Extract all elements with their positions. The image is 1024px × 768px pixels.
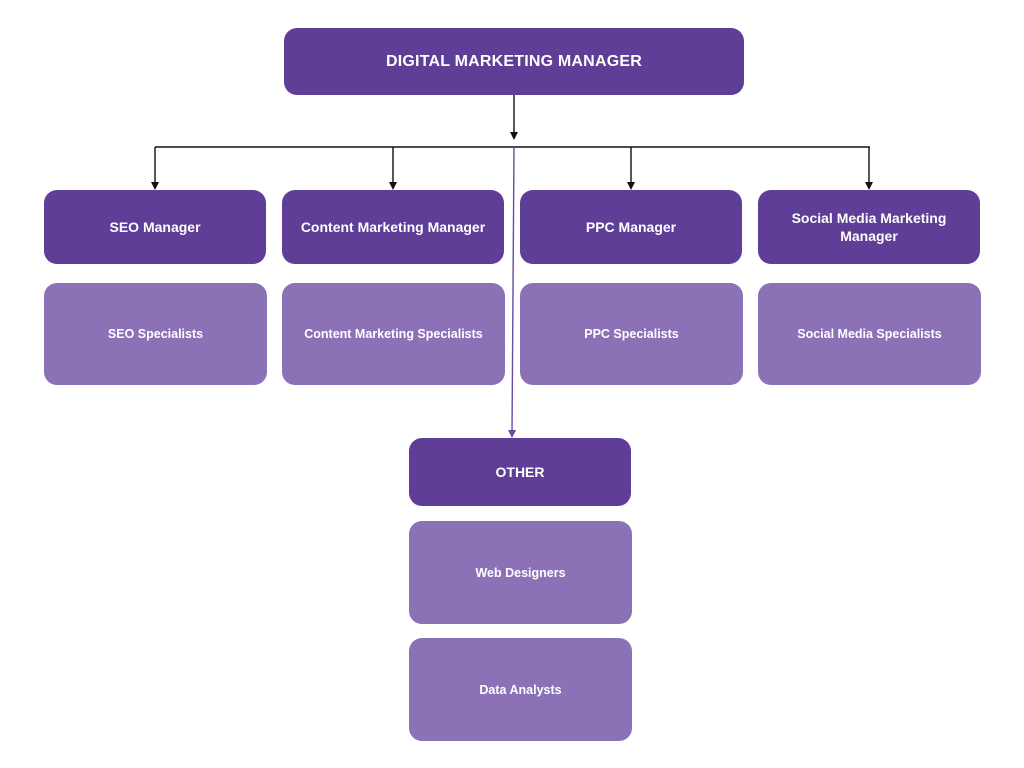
web-designers-label: Web Designers [475,565,566,580]
social-manager-label: Social Media Marketing Manager [791,210,947,244]
content-specialists-label: Content Marketing Specialists [304,327,483,341]
ppc-specialists-box: PPC Specialists [520,283,743,385]
web-designers-box: Web Designers [409,521,632,624]
ppc-manager-label: PPC Manager [585,219,677,235]
other-label: OTHER [495,464,545,480]
top-manager-label: DIGITAL MARKETING MANAGER [386,52,642,70]
social-specialists-box: Social Media Specialists [758,283,981,385]
content-specialists-box: Content Marketing Specialists [282,283,505,385]
social-specialists-label: Social Media Specialists [797,327,942,341]
other-box: OTHER [409,438,631,506]
seo-specialists-box: SEO Specialists [44,283,267,385]
ppc-specialists-label: PPC Specialists [584,327,679,341]
seo-specialists-label: SEO Specialists [107,327,204,341]
seo-manager-box: SEO Manager [44,190,266,264]
ppc-manager-box: PPC Manager [520,190,742,264]
connector-other [508,146,517,438]
seo-manager-label: SEO Manager [109,219,201,235]
top-manager-box: DIGITAL MARKETING MANAGER [284,28,744,95]
data-analysts-label: Data Analysts [479,682,562,697]
social-manager-box: Social Media Marketing Manager [758,190,980,264]
data-analysts-box: Data Analysts [409,638,632,741]
content-manager-label: Content Marketing Manager [300,219,486,235]
content-manager-box: Content Marketing Manager [282,190,504,264]
